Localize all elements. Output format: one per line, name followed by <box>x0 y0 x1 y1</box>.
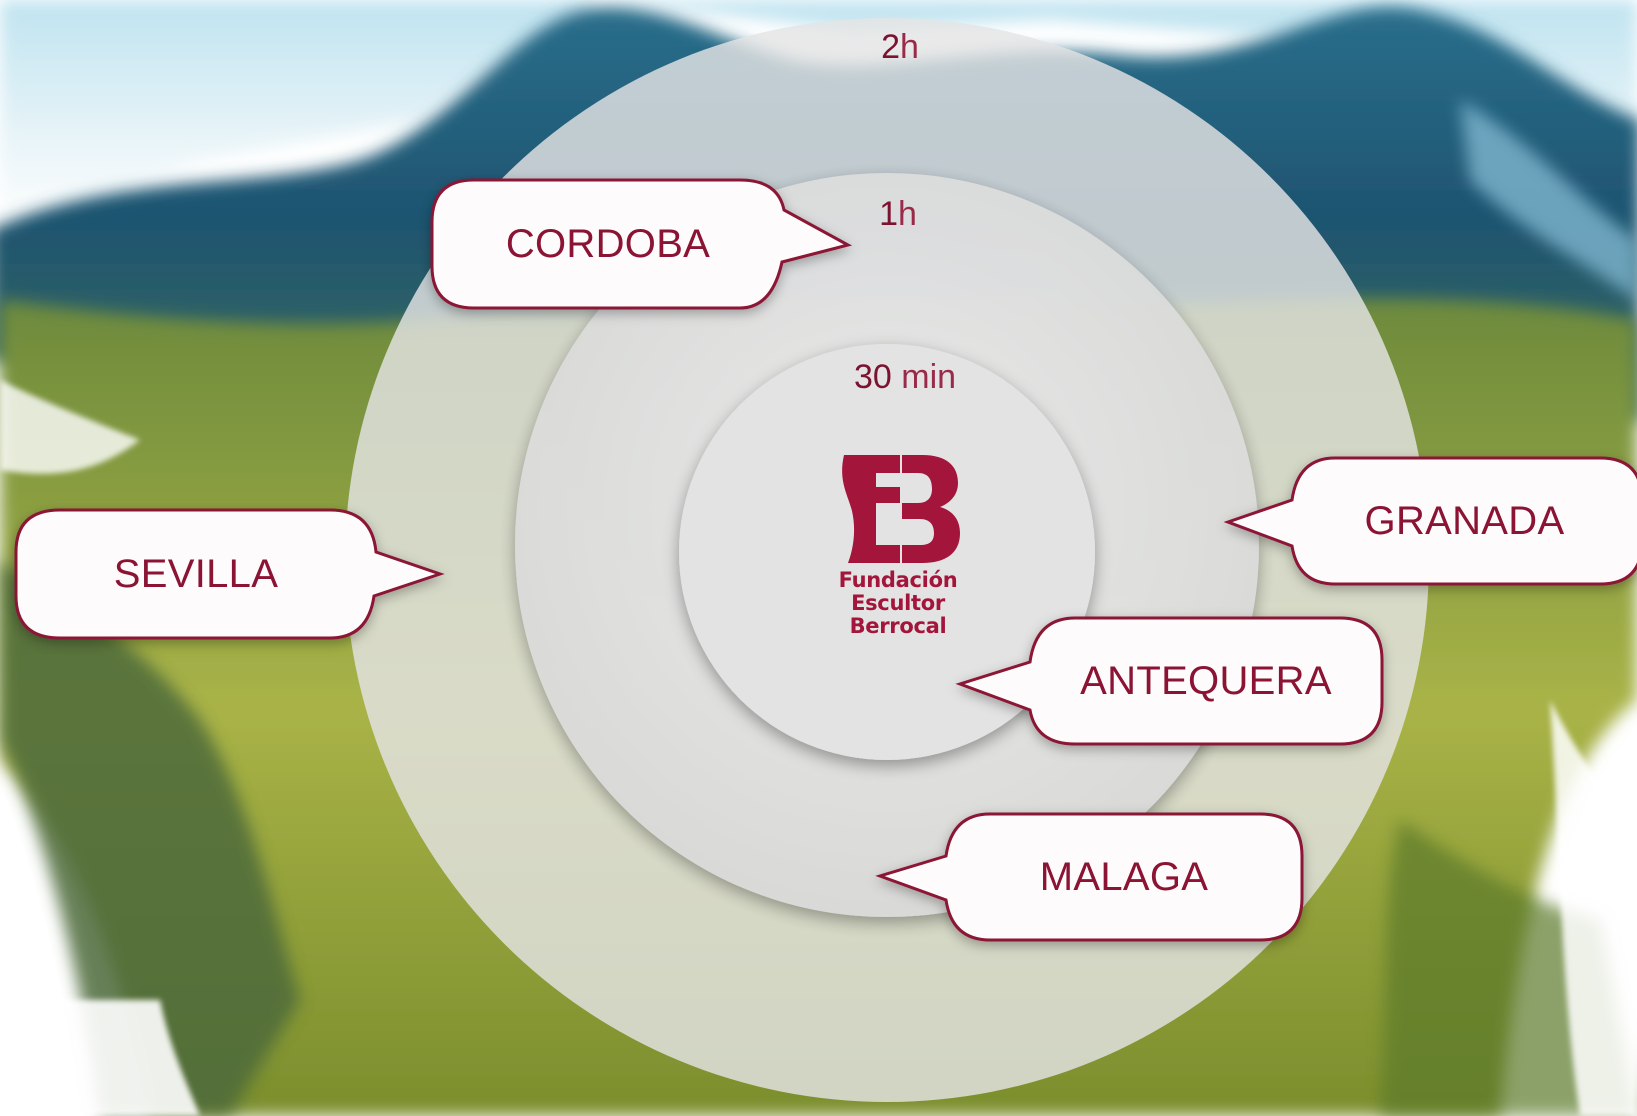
bubbles <box>14 178 1637 942</box>
bubble-antequera <box>955 616 1384 746</box>
ring-label-30min: 30 min <box>854 358 956 397</box>
ring-30min-value: 30 <box>853 358 892 396</box>
ring-label-2h: 2h <box>881 28 919 67</box>
bubble-cordoba <box>430 178 853 310</box>
ring-1h-value: 1 <box>879 195 898 233</box>
fundacion-escultor-berrocal-logo-icon <box>842 455 960 563</box>
logo-line-1: Fundación <box>838 568 958 592</box>
logo-line-2: Escultor <box>851 591 945 615</box>
ring-30min-unit: min <box>901 358 957 396</box>
city-label-granada: GRANADA <box>1364 498 1565 543</box>
ring-2h-unit: h <box>900 28 919 66</box>
logo-line-3: Berrocal <box>849 614 947 638</box>
foundation-logo: Fundación Escultor Berrocal <box>828 455 968 638</box>
bubble-sevilla <box>14 508 445 640</box>
ring-label-1h: 1h <box>879 195 917 234</box>
city-label-antequera: ANTEQUERA <box>1080 658 1332 703</box>
city-label-malaga: MALAGA <box>1039 854 1209 899</box>
city-label-sevilla: SEVILLA <box>113 551 279 596</box>
ring-2h-value: 2 <box>881 28 900 66</box>
bubble-granada <box>1223 456 1637 586</box>
bubble-malaga <box>875 812 1304 942</box>
ring-1h-unit: h <box>898 195 917 233</box>
city-label-cordoba: CORDOBA <box>505 221 711 266</box>
